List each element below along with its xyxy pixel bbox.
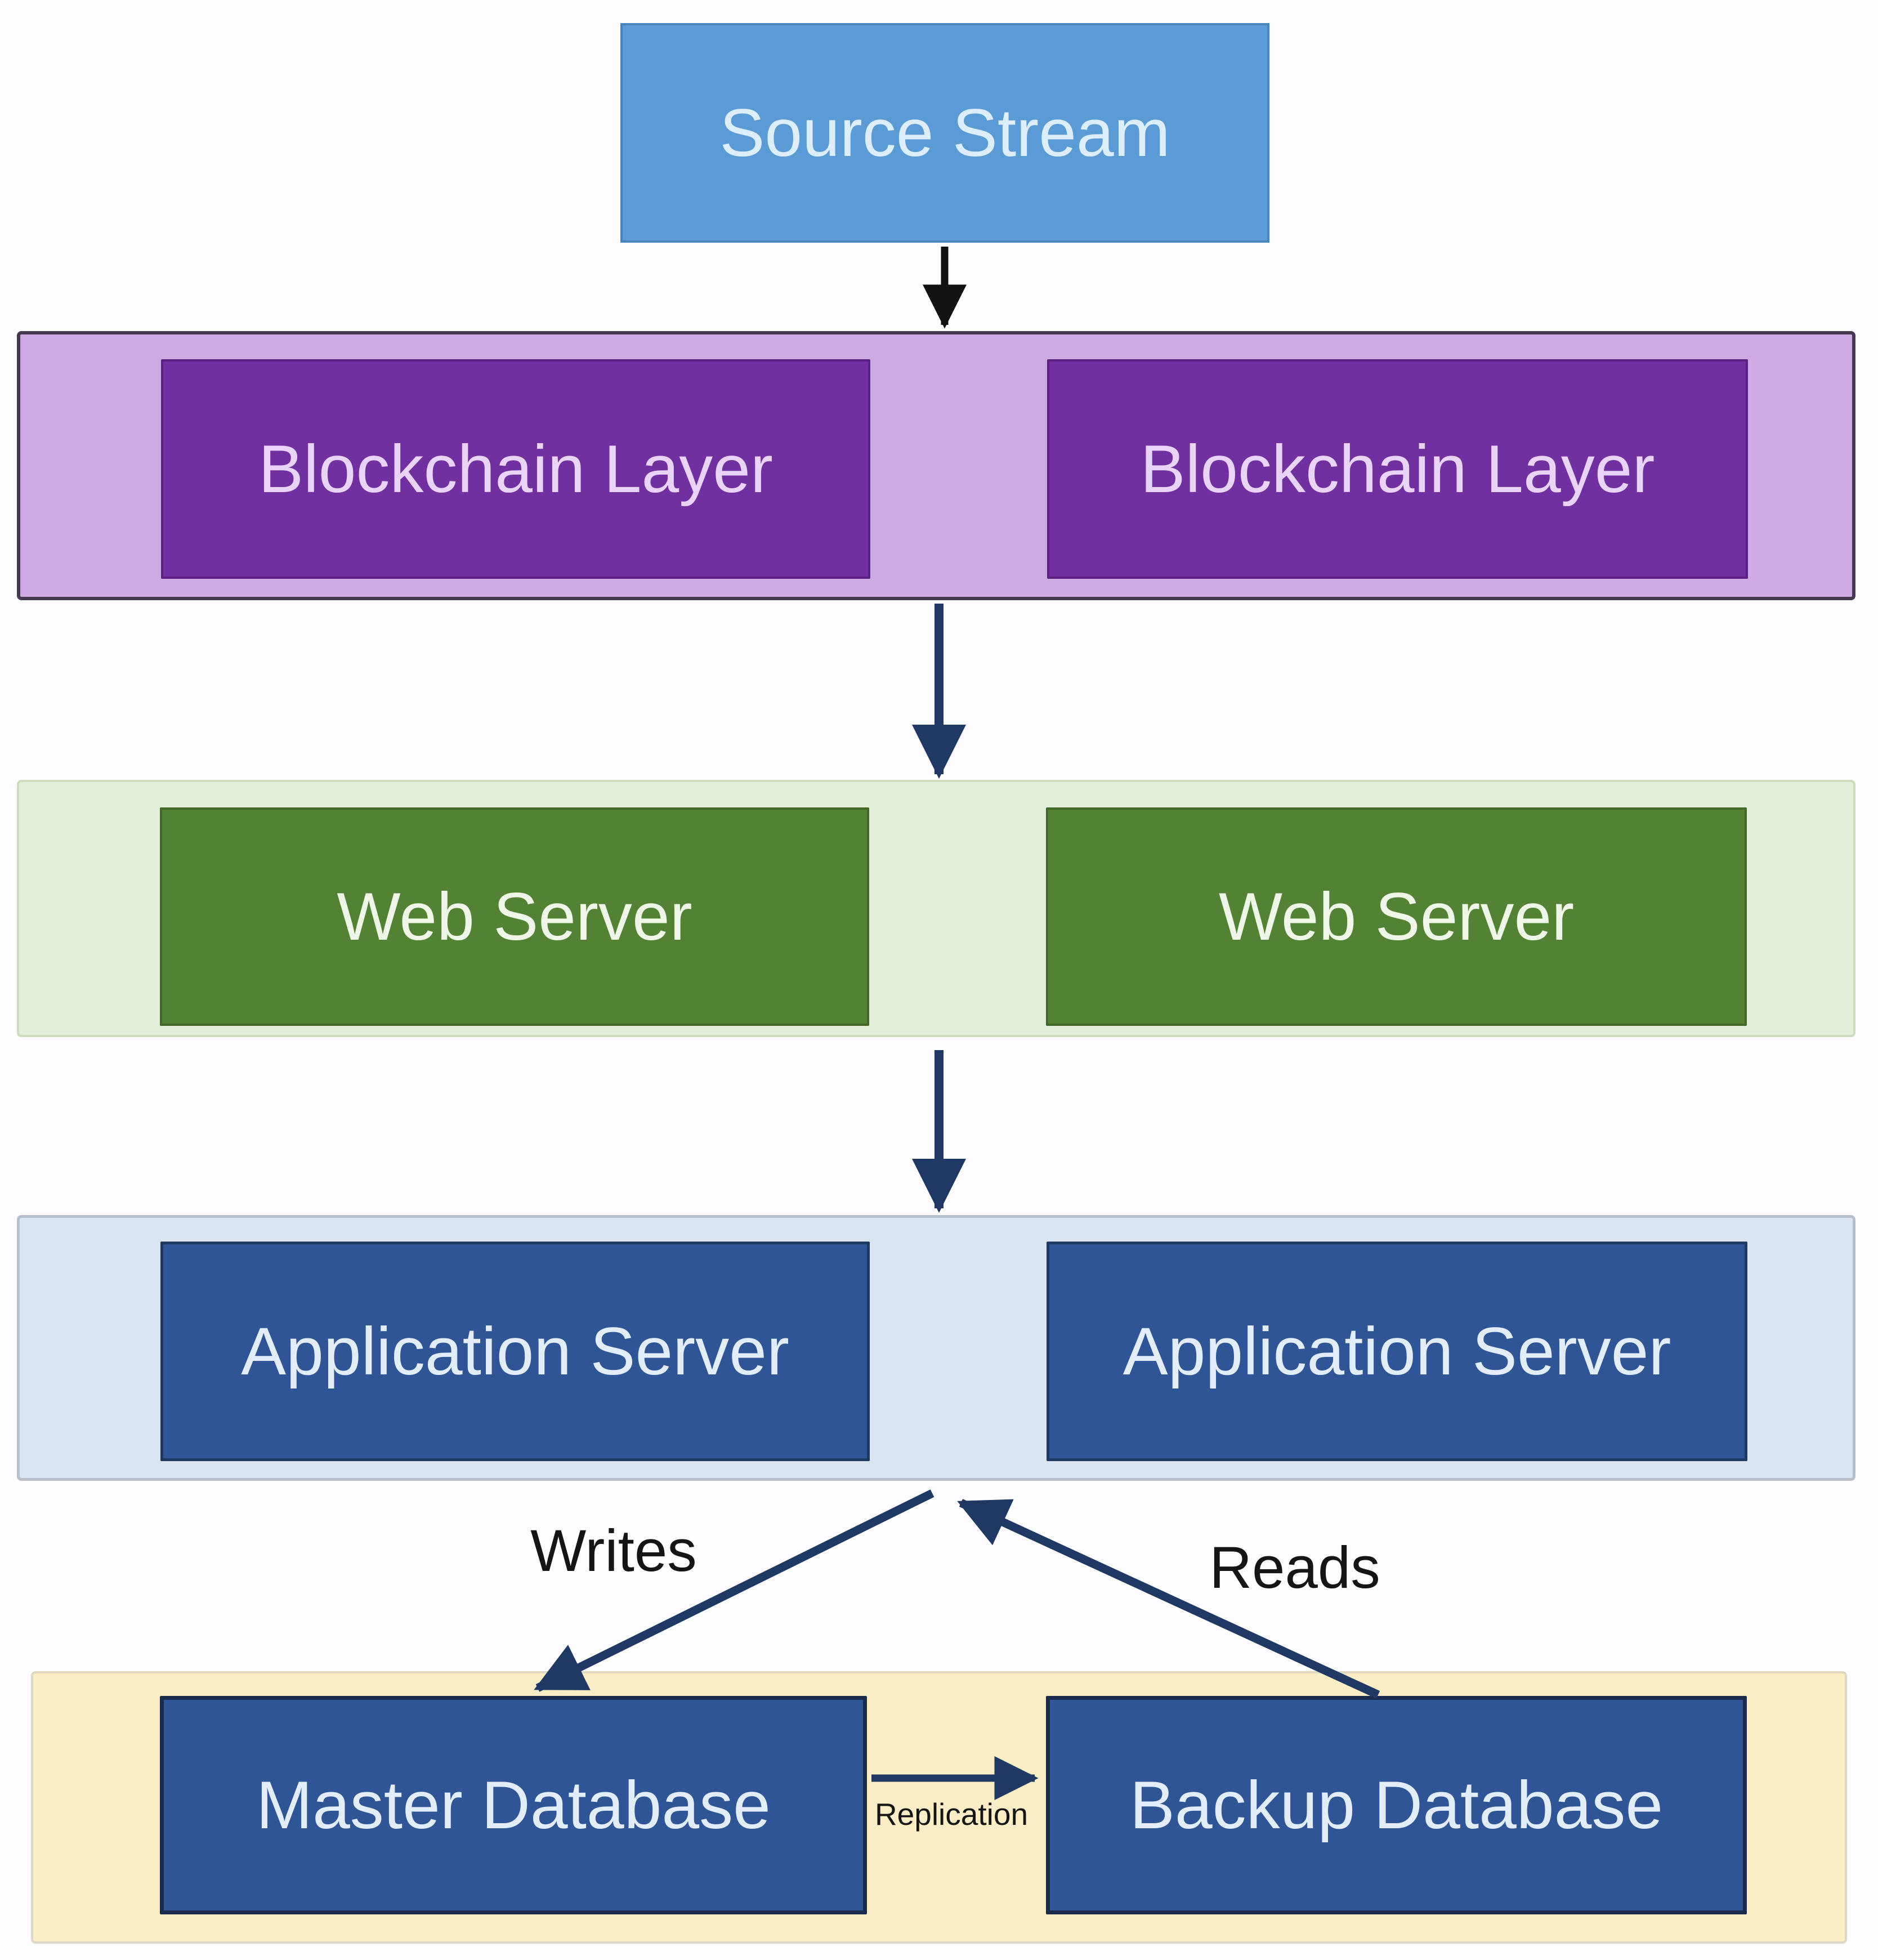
node-backup-database: Backup Database (1046, 1696, 1747, 1914)
edge-label-replication: Replication (874, 1797, 1029, 1832)
node-master-database: Master Database (160, 1696, 867, 1914)
tier-database: Master Database Backup Database (31, 1671, 1847, 1944)
node-application-server-left: Application Server (160, 1242, 870, 1461)
node-label: Source Stream (719, 95, 1170, 171)
node-label: Application Server (1123, 1314, 1671, 1389)
node-web-server-left: Web Server (160, 807, 869, 1026)
node-source-stream: Source Stream (620, 23, 1269, 243)
node-label: Blockchain Layer (1140, 431, 1655, 507)
node-label: Web Server (337, 879, 692, 954)
node-label: Blockchain Layer (258, 431, 773, 507)
node-blockchain-layer-right: Blockchain Layer (1047, 359, 1748, 579)
node-label: Application Server (241, 1314, 789, 1389)
tier-blockchain: Blockchain Layer Blockchain Layer (17, 331, 1855, 600)
node-label: Web Server (1218, 879, 1575, 954)
node-label: Master Database (256, 1767, 771, 1843)
tier-application-server: Application Server Application Server (17, 1215, 1855, 1481)
tier-web-server: Web Server Web Server (17, 780, 1855, 1037)
node-web-server-right: Web Server (1046, 807, 1747, 1026)
edge-label-reads: Reads (1209, 1535, 1380, 1601)
node-label: Backup Database (1129, 1767, 1664, 1843)
node-application-server-right: Application Server (1047, 1242, 1747, 1461)
edge-label-writes: Writes (530, 1518, 697, 1584)
node-blockchain-layer-left: Blockchain Layer (161, 359, 870, 579)
